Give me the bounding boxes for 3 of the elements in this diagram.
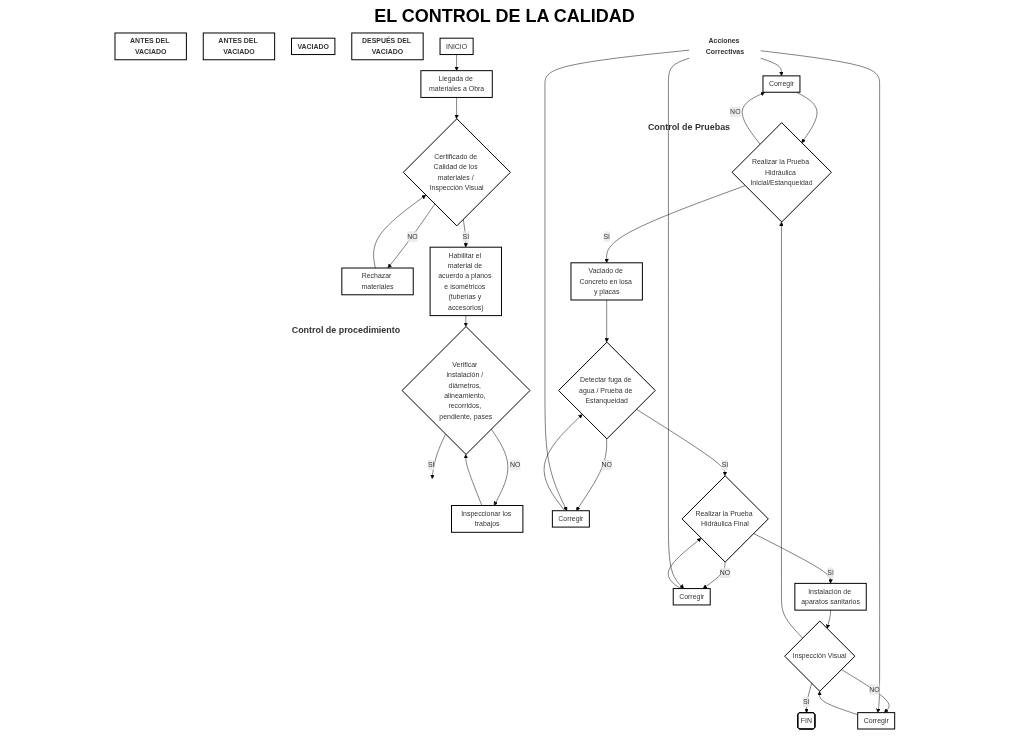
node-caption: Control de Pruebas — [647, 121, 730, 132]
node-caption: Control de procedimiento — [291, 325, 400, 336]
diagram-title: EL CONTROL DE LA CALIDAD — [373, 6, 636, 27]
